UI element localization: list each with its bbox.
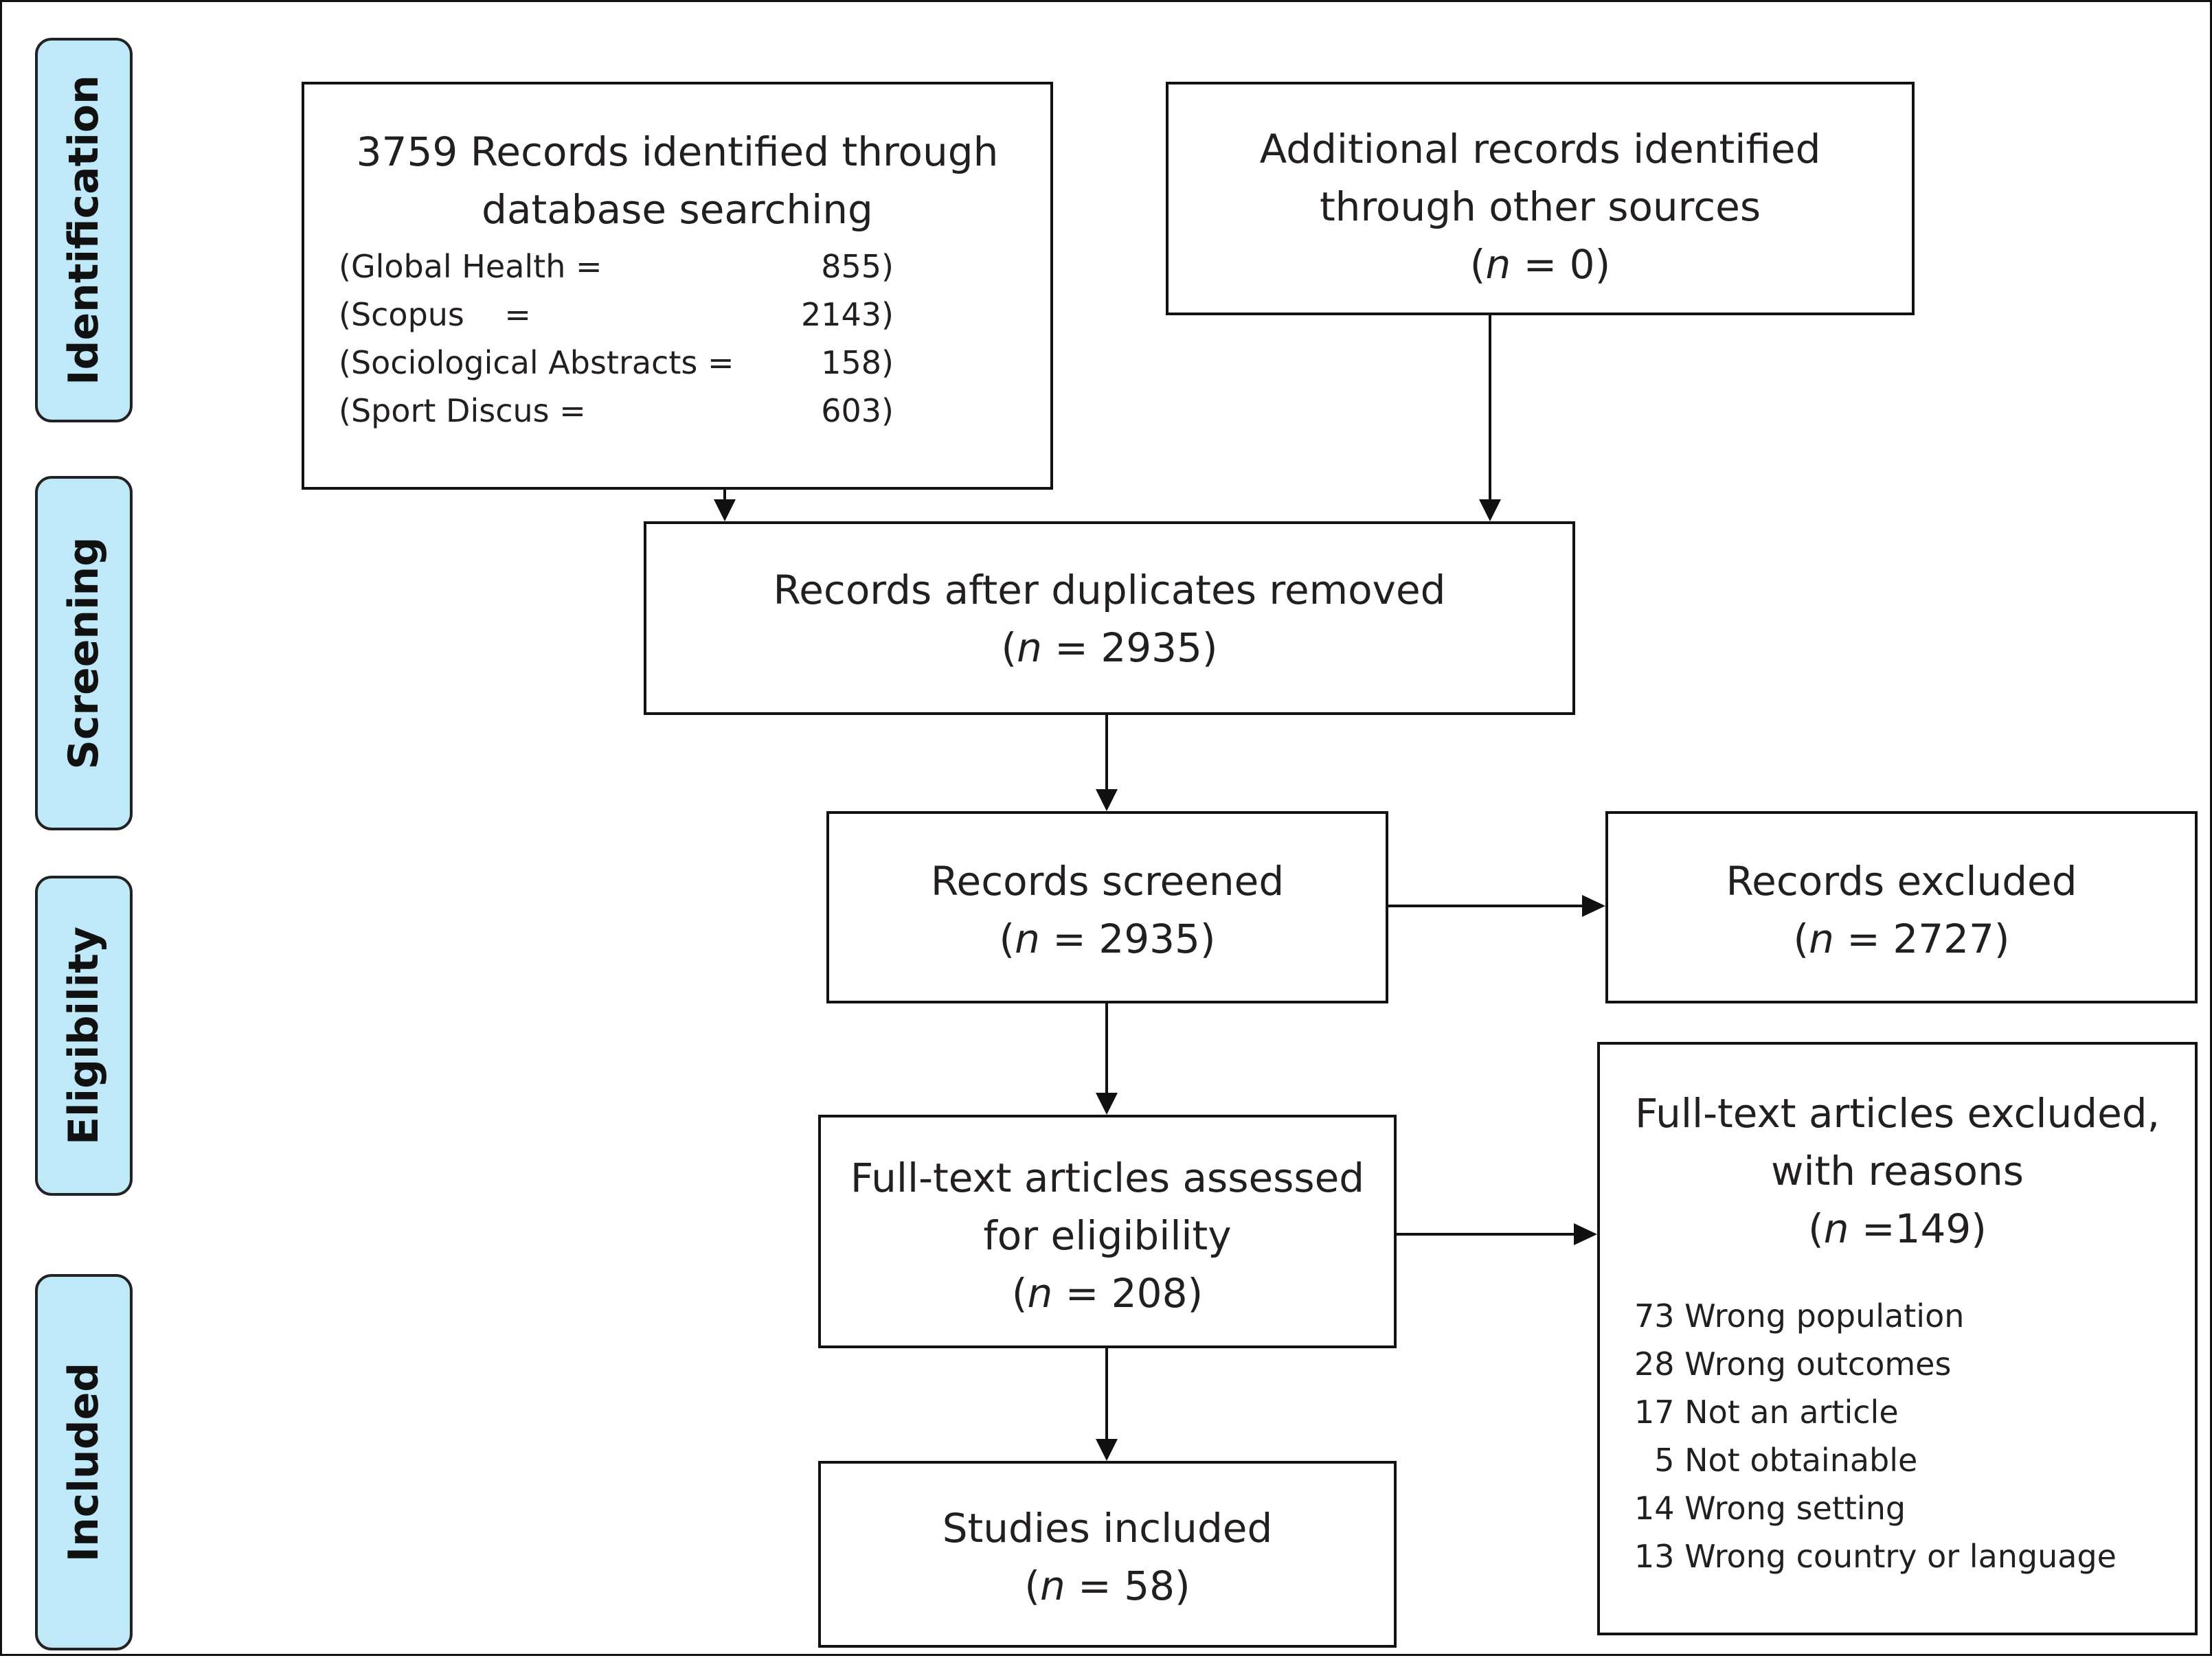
database-source-row: (Global Health = 855): [304, 242, 1050, 291]
arrowhead: [1582, 895, 1605, 917]
phase-screening: Screening: [35, 476, 133, 830]
box-title-line: Records screened: [930, 858, 1285, 905]
arrowhead: [1096, 789, 1118, 811]
database-source-row: (Sport Discus = 603): [304, 387, 1050, 435]
box-title-line: Additional records identified: [1259, 126, 1821, 172]
arrowhead: [1096, 1439, 1118, 1461]
phase-identification: Identification: [35, 38, 133, 422]
exclusion-reason: 28 Wrong outcomes: [1634, 1345, 1952, 1383]
box-title-line: for eligibility: [983, 1212, 1232, 1259]
source-count: 855): [821, 248, 894, 285]
database-source-row: (Sociological Abstracts = 158): [304, 339, 1050, 387]
phase-eligibility: Eligibility: [35, 876, 133, 1196]
box-title-line: through other sources: [1319, 183, 1761, 230]
source-name: (Sport Discus =: [339, 392, 586, 429]
source-count: 603): [821, 392, 894, 429]
source-name: (Global Health =: [339, 248, 602, 285]
database-source-row: (Scopus = 2143): [304, 291, 1050, 339]
duplicates-removed-box: Records after duplicates removed (n = 29…: [644, 521, 1575, 715]
exclusion-reason-list: 73 Wrong population 28 Wrong outcomes 17…: [1600, 1292, 2195, 1580]
database-source-list: (Global Health = 855) (Scopus = 2143) (S…: [304, 242, 1050, 435]
count-label: (n = 2727): [1793, 916, 2010, 962]
box-title-line: Studies included: [942, 1505, 1273, 1552]
arrowhead: [1574, 1223, 1597, 1245]
exclusion-reason: 73 Wrong population: [1634, 1297, 1965, 1335]
source-name: (Sociological Abstracts =: [339, 344, 734, 381]
count-label: (n = 58): [1024, 1563, 1190, 1609]
fulltext-assessed-box: Full-text articles assessed for eligibil…: [818, 1115, 1397, 1348]
arrowhead: [1096, 1093, 1118, 1115]
box-title-line: Records after duplicates removed: [773, 567, 1446, 613]
box-title-line: Full-text articles assessed: [850, 1155, 1365, 1201]
phase-included: Included: [35, 1274, 133, 1650]
exclusion-reason: 14 Wrong setting: [1634, 1490, 1906, 1527]
exclusion-reason: 17 Not an article: [1634, 1394, 1899, 1431]
exclusion-reason: 13 Wrong country or language: [1634, 1538, 2117, 1575]
source-count: 2143): [800, 296, 894, 333]
count-label: (n =149): [1808, 1205, 1987, 1252]
database-search-box: 3759 Records identified through database…: [302, 82, 1053, 490]
studies-included-box: Studies included (n = 58): [818, 1461, 1397, 1648]
records-excluded-box: Records excluded (n = 2727): [1605, 811, 2198, 1003]
other-sources-box: Additional records identified through ot…: [1166, 82, 1915, 315]
count-label: (n = 2935): [1001, 624, 1218, 671]
exclusion-reason: 5 Not obtainable: [1634, 1442, 1918, 1479]
box-title-line: Records excluded: [1726, 858, 2077, 905]
count-label: (n = 2935): [999, 916, 1216, 962]
count-label: (n = 0): [1469, 241, 1611, 288]
box-title-line: Full-text articles excluded,: [1634, 1090, 2160, 1137]
arrowhead: [714, 499, 736, 521]
arrowhead: [1479, 499, 1501, 521]
fulltext-excluded-box: Full-text articles excluded, with reason…: [1597, 1042, 2198, 1635]
records-screened-box: Records screened (n = 2935): [826, 811, 1388, 1003]
source-name: (Scopus =: [339, 296, 531, 333]
count-label: (n = 208): [1011, 1270, 1204, 1317]
source-count: 158): [821, 344, 894, 381]
box-title-line: database searching: [482, 186, 873, 233]
box-title-line: 3759 Records identified through: [356, 128, 999, 175]
box-title-line: with reasons: [1771, 1148, 2024, 1194]
